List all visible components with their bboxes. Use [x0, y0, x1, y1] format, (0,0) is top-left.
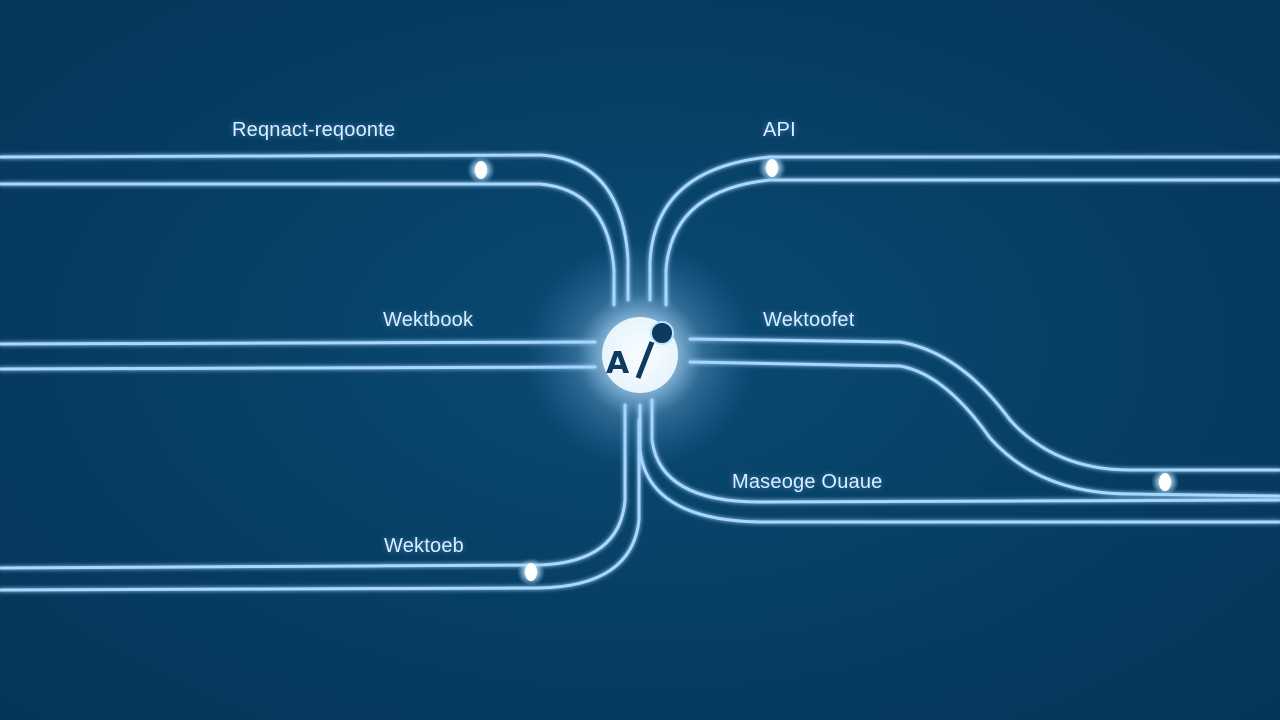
line-api-outer	[648, 155, 1280, 302]
label-request-response: Reqnact-reqoonte	[232, 119, 396, 141]
line-request-response-inner	[0, 182, 616, 307]
line-webhook-left-bottom	[0, 365, 597, 371]
line-message-queue-outer	[638, 403, 1280, 524]
label-message-queue: Maseoge Ouaue	[732, 471, 883, 493]
label-webhook-right-mid: Wektoofet	[763, 309, 855, 331]
line-api-inner	[664, 178, 1280, 307]
central-hub	[525, 240, 755, 470]
hub-mark-icon	[635, 341, 655, 379]
line-webhook-bottom-inner	[0, 403, 627, 570]
label-webhook-left-mid: Wektbook	[383, 309, 474, 331]
line-webhook-left-top	[0, 340, 597, 346]
label-api: API	[763, 119, 796, 141]
hub-dot-icon	[651, 322, 673, 344]
signal-nodes	[467, 154, 1179, 586]
line-webhook-right-bottom	[688, 360, 1280, 498]
hub-letter: A	[606, 346, 630, 381]
line-webhook-right-top	[688, 337, 1280, 472]
label-webhook-left-bottom: Wektoeb	[384, 535, 464, 557]
line-webhook-bottom-outer	[0, 418, 641, 592]
line-request-response-outer	[0, 153, 630, 302]
